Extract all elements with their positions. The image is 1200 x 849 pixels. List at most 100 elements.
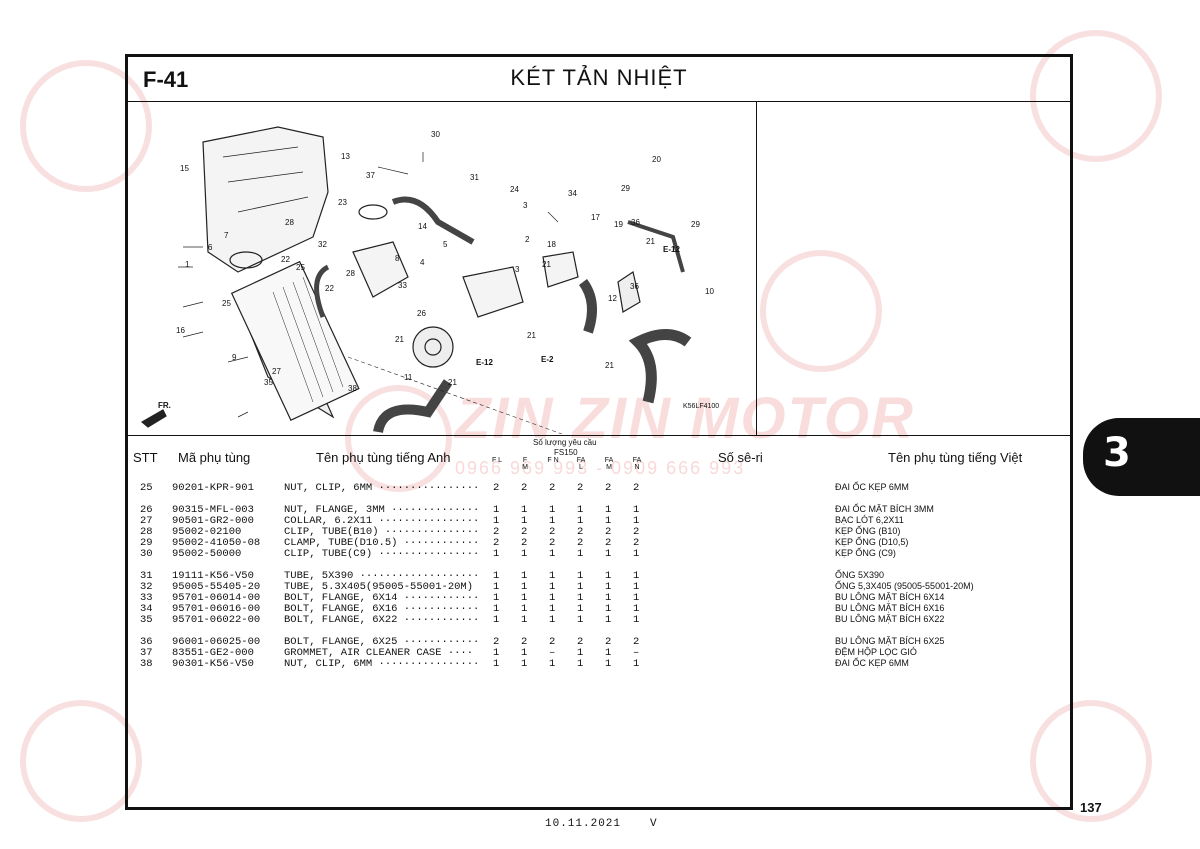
row-qty: 2 bbox=[605, 537, 612, 549]
row-part-no: 96001-06025-00 bbox=[172, 636, 261, 648]
callout-16: 16 bbox=[176, 326, 185, 335]
row-qty: 1 bbox=[521, 570, 528, 582]
row-qty: 1 bbox=[493, 548, 500, 560]
col-header-serial: Số sê-ri bbox=[718, 450, 763, 465]
row-stt: 27 bbox=[140, 515, 153, 527]
watermark-logo bbox=[20, 700, 142, 822]
row-name-vn: BU LÔNG MẶT BÍCH 6X16 bbox=[835, 603, 945, 613]
callout-34: 34 bbox=[568, 189, 577, 198]
watermark-logo bbox=[760, 250, 882, 372]
row-stt: 37 bbox=[140, 647, 153, 659]
qty-col-fam: FA M bbox=[604, 457, 614, 471]
row-name-en: CLIP, TUBE(C9) ················ bbox=[284, 548, 480, 560]
row-qty: 1 bbox=[549, 614, 556, 626]
callout-1: 1 bbox=[185, 260, 190, 269]
row-name-en: TUBE, 5X390 ··················· bbox=[284, 570, 480, 582]
row-qty: 2 bbox=[493, 526, 500, 538]
footer-version: V bbox=[650, 818, 657, 830]
callout-e12a: E-12 bbox=[663, 245, 680, 254]
col-header-stt: STT bbox=[133, 450, 158, 465]
callout-10: 10 bbox=[705, 287, 714, 296]
row-qty: 1 bbox=[549, 504, 556, 516]
callout-2: 2 bbox=[525, 235, 530, 244]
callout-35: 35 bbox=[264, 378, 273, 387]
callout-30: 30 bbox=[431, 130, 440, 139]
header-divider bbox=[128, 101, 1070, 102]
row-qty: 1 bbox=[633, 548, 640, 560]
callout-3: 3 bbox=[523, 201, 528, 210]
qty-col-fal: FA L bbox=[576, 457, 586, 471]
row-qty: 1 bbox=[549, 581, 556, 593]
row-qty: 1 bbox=[493, 581, 500, 593]
row-qty: 1 bbox=[577, 647, 584, 659]
row-qty: 1 bbox=[605, 603, 612, 615]
row-qty: 2 bbox=[493, 636, 500, 648]
row-qty: 2 bbox=[633, 526, 640, 538]
row-qty: 1 bbox=[521, 603, 528, 615]
watermark-phone: 0966 969 993 - 0909 666 993 bbox=[455, 458, 746, 478]
callout-15: 15 bbox=[180, 164, 189, 173]
callout-29b: 29 bbox=[691, 220, 700, 229]
callout-25b: 25 bbox=[222, 299, 231, 308]
row-stt: 32 bbox=[140, 581, 153, 593]
row-part-no: 90201-KPR-901 bbox=[172, 482, 254, 494]
col-header-qty: Số lượng yêu cầu bbox=[533, 438, 597, 447]
row-part-no: 95005-55405-20 bbox=[172, 581, 261, 593]
row-name-vn: BU LÔNG MẶT BÍCH 6X25 bbox=[835, 636, 945, 646]
callout-28: 28 bbox=[285, 218, 294, 227]
callout-33: 33 bbox=[398, 281, 407, 290]
row-part-no: 95002-02100 bbox=[172, 526, 242, 538]
row-stt: 36 bbox=[140, 636, 153, 648]
footer-date: 10.11.2021 bbox=[545, 818, 622, 830]
row-name-en: BOLT, FLANGE, 6X14 ············ bbox=[284, 592, 480, 604]
row-part-no: 83551-GE2-000 bbox=[172, 647, 254, 659]
callout-7: 7 bbox=[224, 231, 229, 240]
callout-36b: 36 bbox=[630, 282, 639, 291]
row-qty: 1 bbox=[549, 658, 556, 670]
callout-32: 32 bbox=[318, 240, 327, 249]
row-qty: 1 bbox=[521, 548, 528, 560]
row-stt: 35 bbox=[140, 614, 153, 626]
row-name-en: COLLAR, 6.2X11 ················ bbox=[284, 515, 480, 527]
row-qty: – bbox=[633, 647, 640, 659]
row-qty: 1 bbox=[605, 647, 612, 659]
row-qty: 1 bbox=[605, 515, 612, 527]
callout-29: 29 bbox=[621, 184, 630, 193]
row-qty: 2 bbox=[577, 482, 584, 494]
callout-17: 17 bbox=[591, 213, 600, 222]
watermark-logo bbox=[1030, 30, 1162, 162]
row-qty: 1 bbox=[549, 603, 556, 615]
qty-col-fm: F M bbox=[522, 457, 528, 471]
row-name-en: TUBE, 5.3X405(95005-55001-20M) bbox=[284, 581, 474, 593]
row-name-en: CLAMP, TUBE(D10.5) ············ bbox=[284, 537, 480, 549]
callout-18: 18 bbox=[547, 240, 556, 249]
row-qty: 1 bbox=[605, 570, 612, 582]
row-stt: 31 bbox=[140, 570, 153, 582]
row-qty: 2 bbox=[605, 526, 612, 538]
callout-24: 24 bbox=[510, 185, 519, 194]
callout-e2: E-2 bbox=[541, 355, 554, 364]
callout-27: 27 bbox=[272, 367, 281, 376]
row-qty: 1 bbox=[577, 592, 584, 604]
row-qty: 1 bbox=[549, 570, 556, 582]
callout-22b: 22 bbox=[325, 284, 334, 293]
col-header-name-en: Tên phụ tùng tiếng Anh bbox=[316, 450, 451, 465]
row-qty: 2 bbox=[549, 482, 556, 494]
callout-38: 38 bbox=[348, 384, 357, 393]
row-qty: 1 bbox=[633, 504, 640, 516]
row-stt: 34 bbox=[140, 603, 153, 615]
row-qty: 1 bbox=[493, 570, 500, 582]
row-part-no: 95002-50000 bbox=[172, 548, 242, 560]
callout-21f: 21 bbox=[605, 361, 614, 370]
row-name-vn: ĐAI ỐC KẸP 6MM bbox=[835, 658, 909, 668]
watermark-logo bbox=[1030, 700, 1152, 822]
row-stt: 28 bbox=[140, 526, 153, 538]
callout-22: 22 bbox=[281, 255, 290, 264]
row-part-no: 90501-GR2-000 bbox=[172, 515, 254, 527]
page-title: KÉT TẢN NHIỆT bbox=[510, 65, 688, 90]
row-part-no: 95701-06016-00 bbox=[172, 603, 261, 615]
